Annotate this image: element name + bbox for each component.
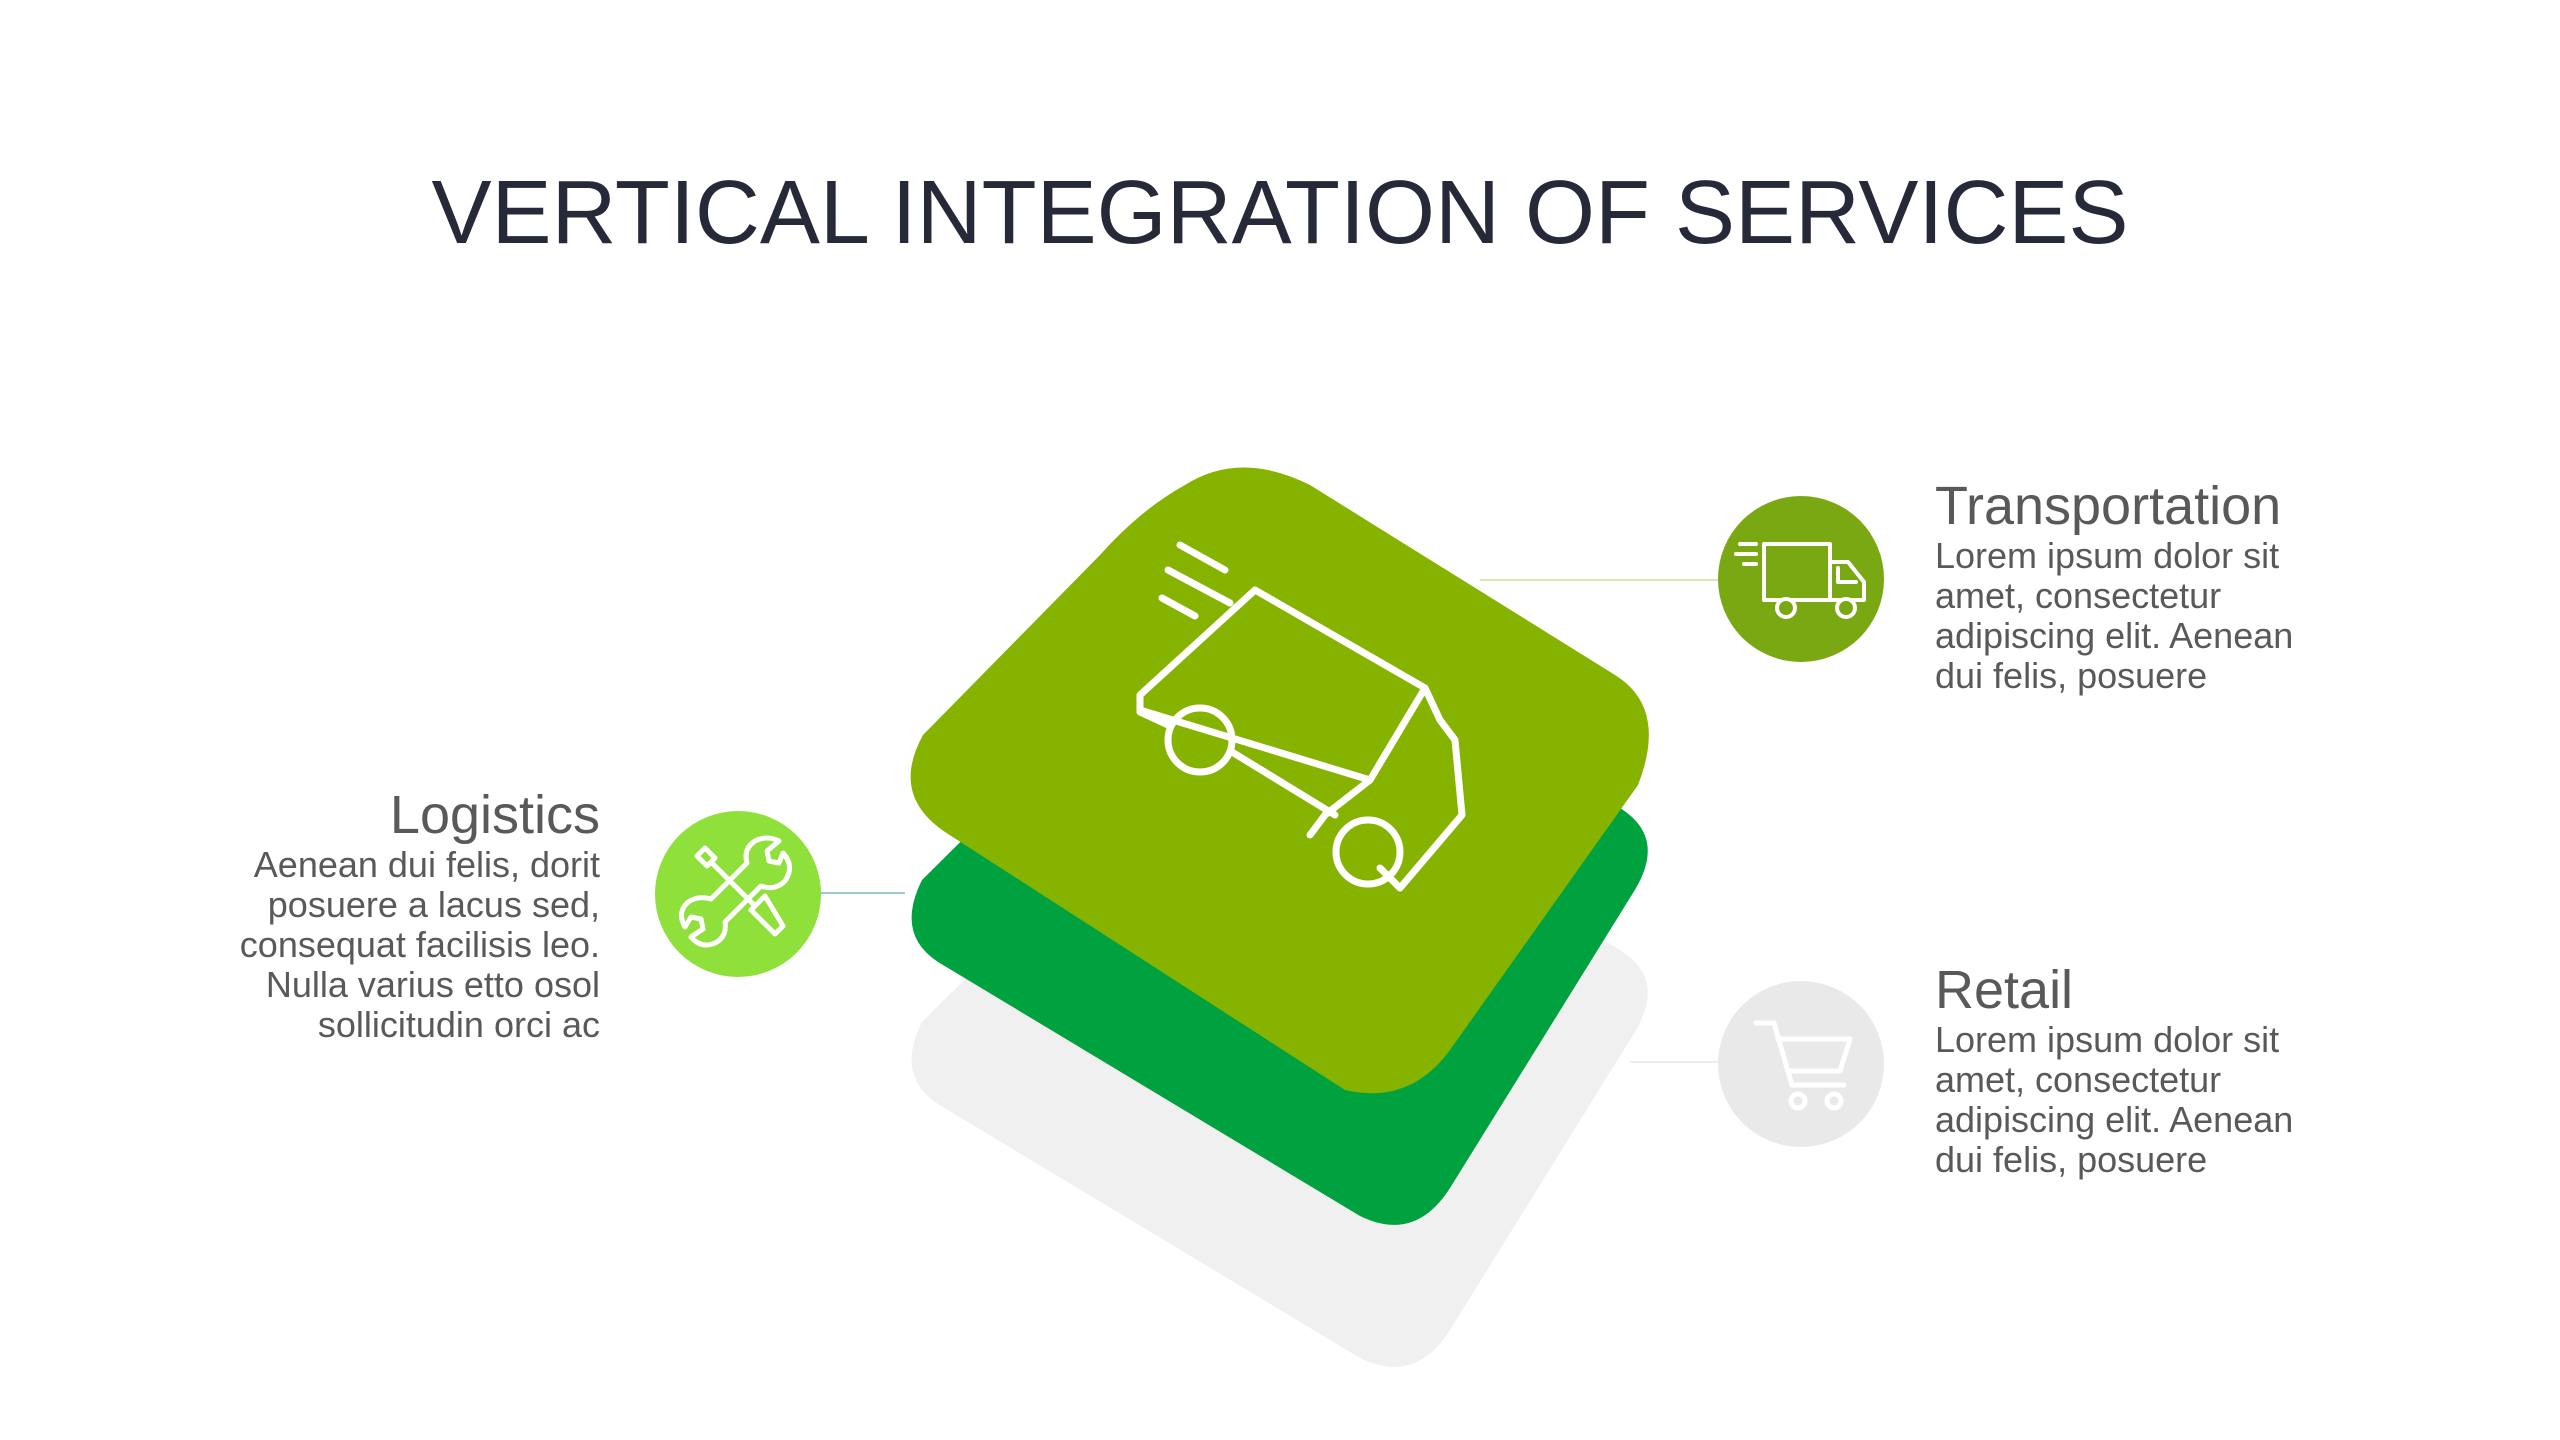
retail-heading: Retail bbox=[1935, 960, 2074, 1020]
transportation-line: amet, consectetur bbox=[1935, 575, 2222, 616]
transportation-label-block: Transportation Lorem ipsum dolor sit ame… bbox=[1935, 476, 2375, 696]
logistics-heading: Logistics bbox=[389, 785, 600, 845]
fast-truck-icon bbox=[1734, 542, 1866, 619]
retail-line: adipiscing elit. Aenean bbox=[1935, 1099, 2294, 1140]
delivery-truck-icon bbox=[1136, 541, 1466, 892]
logistics-line: sollicitudin orci ac bbox=[317, 1004, 600, 1045]
transportation-line: dui felis, posuere bbox=[1935, 655, 2208, 696]
retail-line: amet, consectetur bbox=[1935, 1059, 2222, 1100]
transportation-line: Lorem ipsum dolor sit bbox=[1935, 535, 2280, 576]
retail-description: Lorem ipsum dolor sit amet, consectetur … bbox=[1935, 1020, 2375, 1180]
transportation-circle bbox=[1718, 496, 1884, 662]
logistics-line: consequat facilisis leo. bbox=[239, 924, 600, 965]
logistics-circle bbox=[655, 811, 821, 977]
logistics-line: posuere a lacus sed, bbox=[267, 884, 600, 925]
logistics-description: Aenean dui felis, dorit posuere a lacus … bbox=[160, 845, 600, 1045]
transportation-heading: Transportation bbox=[1935, 476, 2282, 536]
wrench-screwdriver-icon bbox=[679, 835, 792, 948]
logistics-line: Aenean dui felis, dorit bbox=[253, 844, 600, 885]
retail-label-block: Retail Lorem ipsum dolor sit amet, conse… bbox=[1935, 960, 2375, 1180]
shopping-cart-icon bbox=[1753, 1020, 1853, 1111]
transportation-line: adipiscing elit. Aenean bbox=[1935, 615, 2294, 656]
logistics-line: Nulla varius etto osol bbox=[265, 964, 600, 1005]
transportation-description: Lorem ipsum dolor sit amet, consectetur … bbox=[1935, 536, 2375, 696]
logistics-label-block: Logistics Aenean dui felis, dorit posuer… bbox=[160, 785, 600, 1045]
retail-circle bbox=[1718, 981, 1884, 1147]
retail-line: dui felis, posuere bbox=[1935, 1139, 2208, 1180]
page-title: VERTICAL INTEGRATION OF SERVICES bbox=[431, 163, 2129, 263]
retail-line: Lorem ipsum dolor sit bbox=[1935, 1019, 2280, 1060]
